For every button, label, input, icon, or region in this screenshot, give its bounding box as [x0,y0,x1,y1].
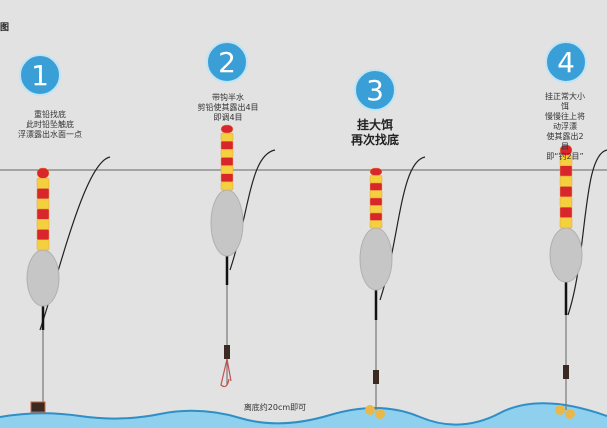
float-3-segment [369,205,383,214]
step-4-caption: 挂正常大小饵 慢慢往上将动浮漂 使其露出2目 即“钓2目” [545,92,585,161]
float-2-segment [220,173,234,183]
float-4-swivel [563,365,569,379]
float-3-segment [369,175,383,184]
corner-title-fragment: 图 [0,23,10,33]
float-2-segment [220,165,234,174]
float-1-segment [36,219,50,230]
float-3-body [359,227,393,291]
float-2-segment [220,132,234,142]
step-badge-2 [206,41,248,83]
float-1-segment [36,229,50,240]
float-4-segment [559,217,573,229]
step-badge-3 [354,69,396,111]
float-3-segment [369,190,383,199]
float-1-sinker [30,401,46,413]
float-1-body [26,249,60,307]
bottom-wave-line [0,402,607,426]
float-4-segment [559,196,573,208]
float-3-segment [369,197,383,206]
step-badge-1 [19,54,61,96]
float-3-segment [369,182,383,191]
float-1-segment [36,208,50,220]
float-4-main-line [567,149,607,316]
step-number-3: 3 [366,74,384,107]
float-2-segment [220,149,234,158]
step-number-4: 4 [557,46,575,79]
float-1-segment [36,167,50,179]
float-3-bait [375,409,385,419]
float-3-bait [365,405,375,415]
float-1-main-line [39,156,111,331]
float-4-segment [559,175,573,187]
float-3-swivel [373,370,379,384]
float-2-hook [220,358,232,388]
float-1-segment [36,198,50,210]
float-4-bait [555,405,565,415]
float-2-segment [220,157,234,166]
float-2-swivel [224,345,230,359]
float-2-segment [220,124,234,134]
float-2-segment [220,181,234,191]
float-3-segment [369,212,383,221]
bottom-wave [0,403,607,428]
step-3-caption: 挂大饵 再次找底 [350,118,400,147]
float-2-body [210,189,244,257]
float-4-segment [559,207,573,218]
float-4-segment [559,165,573,177]
step-2-caption: 带钩半水 剪铅使其露出4目 即调4目 [197,93,259,122]
float-2-segment [220,141,234,150]
float-4-body [549,227,583,283]
step-badge-4 [545,41,587,83]
float-1-segment [36,188,50,199]
float-4-bait [565,409,575,419]
float-1-segment [36,239,50,251]
step-1-caption: 重铅找底 此时铅坠触底 浮漂露出水面一点 [18,110,82,139]
float-3-segment [369,167,383,176]
step-number-2: 2 [218,46,236,79]
bottom-distance-note: 离底约20cm即可 [243,403,307,412]
step-number-1: 1 [31,59,49,92]
float-1-segment [36,178,50,189]
float-3-segment [369,220,383,229]
float-4-segment [559,186,573,198]
